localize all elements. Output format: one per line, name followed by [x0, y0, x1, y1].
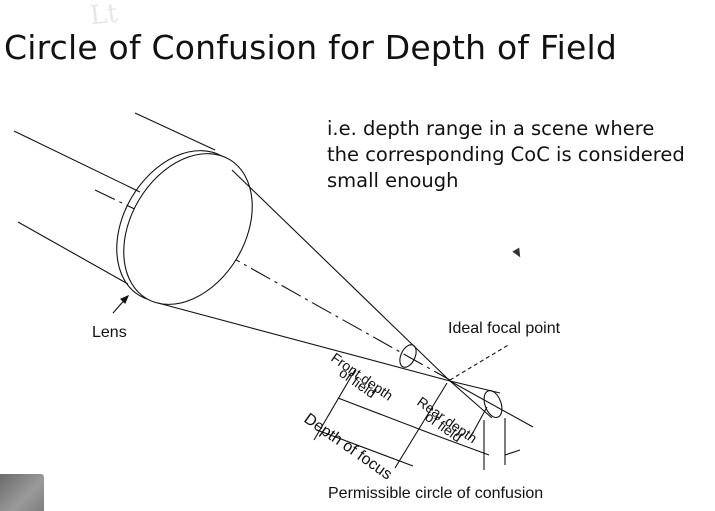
- note-line-2: the corresponding CoC is considered: [327, 143, 685, 166]
- lens-front-face: [123, 153, 253, 305]
- cone-diverge-lower: [449, 380, 493, 419]
- incoming-ray-upper: [13, 130, 141, 193]
- label-depth-of-focus: Depth of focus: [301, 410, 395, 483]
- rear-depth-dim: [431, 433, 490, 456]
- focal-point-leader: [449, 343, 511, 381]
- axis-beyond: [449, 380, 534, 428]
- lens-arrowhead: [120, 294, 130, 304]
- coc-arrow-right: [504, 449, 521, 456]
- depth-of-focus-dim: [316, 429, 414, 467]
- webcam-thumbnail: [0, 474, 44, 511]
- note-line-3: small enough: [327, 169, 459, 192]
- tick-rear: [469, 406, 488, 439]
- optical-axis-front: [94, 189, 171, 227]
- front-depth-dim: [337, 397, 433, 435]
- label-permissible-coc: Permissible circle of confusion: [328, 485, 543, 502]
- label-ideal-focal-point: Ideal focal point: [448, 320, 561, 337]
- incoming-ray-lower: [17, 221, 129, 285]
- note-text: i.e. depth range in a scene where the co…: [327, 116, 685, 194]
- cone-lower-ray: [157, 302, 451, 382]
- tick-focus: [394, 382, 448, 469]
- label-lens: Lens: [92, 324, 127, 341]
- slide-title: Circle of Confusion for Depth of Field: [4, 28, 618, 68]
- rear-coc-circle: [483, 390, 503, 418]
- tick-front: [313, 369, 356, 441]
- front-coc-circle: [399, 344, 417, 368]
- incoming-ray-top: [134, 112, 216, 151]
- note-line-1: i.e. depth range in a scene where: [327, 117, 655, 140]
